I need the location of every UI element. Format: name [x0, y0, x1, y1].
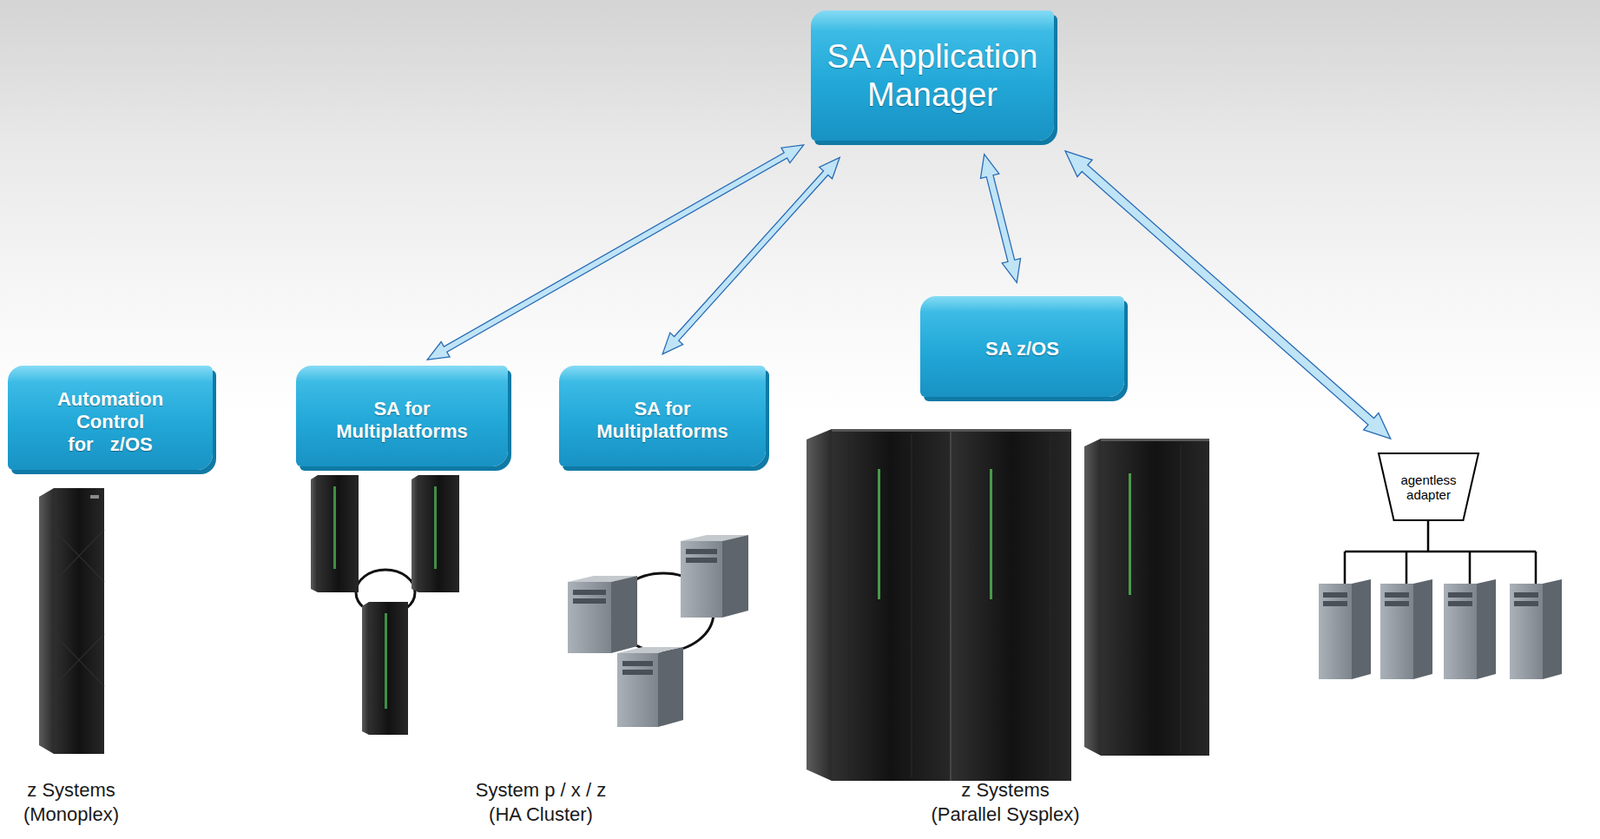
drive-bay	[1323, 592, 1348, 598]
server-front	[418, 474, 460, 593]
drive-bay	[685, 557, 718, 563]
server-front	[317, 474, 359, 593]
cabinet-side	[1084, 438, 1101, 756]
server-side	[362, 601, 369, 735]
logo-plate	[90, 494, 99, 499]
drive-bay	[622, 669, 653, 675]
drive-bay	[572, 598, 606, 604]
component-box: SA for Multiplatforms	[296, 365, 508, 467]
tower-side	[1476, 579, 1496, 679]
adapter-trapezoid: agentless adapter	[1377, 452, 1480, 521]
parallel-sysplex-servers	[806, 428, 1210, 781]
tower-front	[1318, 583, 1352, 679]
cabinet-front	[1100, 438, 1210, 756]
node-text: agentless adapter	[1396, 472, 1460, 502]
component-box: SA Application Manager	[810, 10, 1054, 141]
drive-bay	[1384, 592, 1410, 598]
status-strip	[877, 468, 881, 600]
tower-side	[611, 575, 638, 653]
tower-side	[658, 646, 684, 727]
drive-bay	[1448, 592, 1473, 598]
drive-bay	[1514, 600, 1539, 606]
cabinet-side	[39, 487, 54, 754]
cabinet-front	[951, 428, 1072, 781]
cabinet-pattern	[53, 529, 105, 686]
monoplex-server	[39, 487, 105, 754]
platform-caption: System p / x / z (HA Cluster)	[472, 777, 610, 827]
drive-bay	[622, 660, 653, 666]
cabinet-panel-lines	[1118, 444, 1181, 752]
drive-bay	[1514, 592, 1539, 598]
tower-side	[722, 534, 749, 618]
component-box: Automation Control for z/OS	[7, 365, 213, 470]
node-text: SA z/OS	[981, 337, 1064, 361]
drive-bay	[685, 548, 718, 554]
block-arrow	[980, 154, 1021, 284]
caption-block: System p / x / z (HA Cluster)	[472, 777, 610, 827]
tower-front	[1443, 583, 1477, 679]
component-box: SA z/OS	[920, 296, 1125, 397]
node-text: Automation Control for z/OS	[56, 388, 165, 456]
agentless-servers	[1318, 520, 1562, 679]
ha-cluster-x-servers	[567, 534, 749, 727]
cabinet-panel-lines	[849, 434, 1051, 777]
node-text: SA for Multiplatforms	[332, 397, 472, 443]
status-strip	[989, 468, 993, 600]
block-arrow	[662, 157, 840, 354]
network-wires	[1344, 520, 1536, 584]
component-box: SA for Multiplatforms	[559, 365, 766, 467]
node-text: SA Application Manager	[821, 37, 1043, 114]
tower-front	[567, 581, 612, 653]
drive-bay	[572, 589, 606, 595]
tower-side	[1542, 579, 1562, 679]
server-side	[411, 474, 419, 593]
server-front	[368, 601, 409, 735]
status-strip	[384, 612, 388, 709]
cabinet-side	[806, 428, 832, 781]
platform-caption: z Systems (Monoplex)	[19, 777, 123, 827]
status-strip	[434, 486, 437, 569]
cabinet-front	[53, 487, 105, 754]
drive-bay	[1323, 600, 1348, 606]
tower-side	[1413, 579, 1433, 679]
drive-bay	[1384, 600, 1410, 606]
tower-front	[680, 540, 723, 618]
ha-cluster-power-servers	[310, 474, 460, 735]
caption-block: z Systems (Monoplex)	[19, 777, 123, 827]
block-arrow	[427, 144, 804, 360]
tower-front	[617, 652, 659, 727]
server-side	[310, 474, 318, 593]
caption-block: z Systems (Parallel Sysplex)	[927, 777, 1083, 827]
tower-front	[1380, 583, 1414, 679]
drive-bay	[1448, 600, 1473, 606]
cabinet-top-edge	[1100, 438, 1210, 442]
tower-side	[1351, 579, 1371, 679]
trapezoid-shape	[1378, 453, 1479, 521]
status-strip	[333, 486, 336, 569]
platform-caption: z Systems (Parallel Sysplex)	[927, 777, 1083, 827]
status-strip	[1128, 473, 1132, 595]
cabinet-top-edge	[831, 428, 1072, 432]
tower-front	[1509, 583, 1543, 679]
cabinet-divider	[949, 428, 952, 781]
node-text: SA for Multiplatforms	[592, 397, 732, 443]
